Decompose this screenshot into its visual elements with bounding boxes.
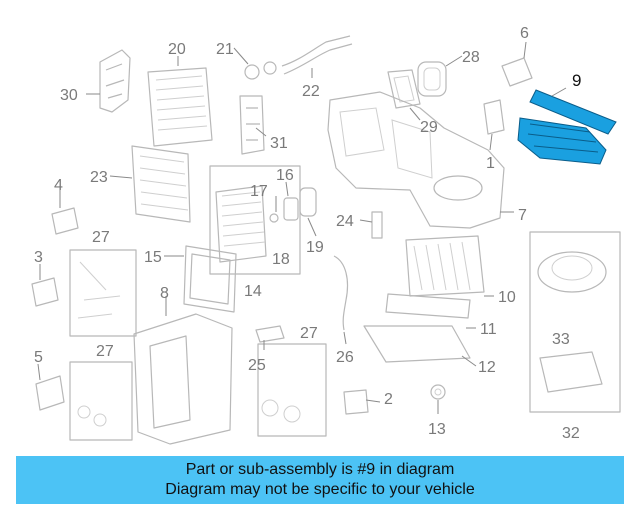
part-10-cabin-filter [405,235,485,297]
callout-27c: 27 [300,325,318,342]
part-3-actuator [31,277,59,307]
callout-23: 23 [90,169,108,186]
part-17-valve [269,213,279,223]
part-27-kit-a [69,249,137,337]
banner-line-1: Part or sub-assembly is #9 in diagram [185,461,455,478]
part-26-hose [333,255,349,331]
callout-labels: 30 20 21 22 28 29 6 9 1 7 31 23 4 16 17 … [34,25,581,442]
callout-21: 21 [216,41,234,58]
part-28-seal [417,61,447,97]
callout-12: 12 [478,359,496,376]
callout-9: 9 [572,71,581,90]
callout-18: 18 [272,251,290,268]
part-6-actuator [501,57,533,87]
callout-14: 14 [244,283,262,300]
part-11-panel [385,293,471,319]
callout-19: 19 [306,239,324,256]
part-4-sensor [51,207,79,235]
callout-30: 30 [60,87,78,104]
part-30-bracket [99,49,131,113]
part-19-clip [299,187,317,217]
part-12-panel [363,325,471,363]
callout-16: 16 [276,167,294,184]
part-24-sensor [371,211,383,239]
part-22-pipe [281,35,353,75]
part-31-bracket [239,95,265,155]
callout-27b: 27 [96,343,114,360]
part-13-grommet [430,384,446,400]
part-27-kit-c [257,343,327,437]
parts-diagram: 30 20 21 22 28 29 6 9 1 7 31 23 4 16 17 … [31,25,621,445]
part-20-heater-core [147,67,213,147]
callout-33: 33 [552,331,570,348]
callout-10: 10 [498,289,516,306]
part-21-fitting [244,61,277,80]
callout-11: 11 [480,321,497,338]
part-15-filter-frame [183,245,237,313]
part-14-evaporator-frame [209,165,301,275]
part-9-cover [517,89,617,165]
callout-28: 28 [462,49,480,66]
callout-1: 1 [486,155,495,172]
callout-15: 15 [144,249,162,266]
callout-6: 6 [520,25,529,42]
callout-4: 4 [54,177,63,194]
callout-5: 5 [34,349,43,366]
part-1-actuator [483,99,505,135]
part-25-seal [255,325,285,343]
callout-32: 32 [562,425,580,442]
callout-31: 31 [270,135,288,152]
part-18-evaporator [215,185,267,263]
part-32-blower-kit [529,231,621,413]
part-8-housing [133,313,233,445]
callout-8: 8 [160,285,169,302]
leader-lines [37,41,567,414]
part-16-sensor [283,197,299,221]
part-23-radiator [131,145,191,223]
callout-24: 24 [336,213,354,230]
callout-3: 3 [34,249,43,266]
info-banner: Part or sub-assembly is #9 in diagram Di… [16,456,624,504]
callout-17: 17 [250,183,268,200]
callout-22: 22 [302,83,320,100]
part-29-seal [387,69,421,109]
callout-13: 13 [428,421,446,438]
callout-2: 2 [384,391,393,408]
callout-27a: 27 [92,229,110,246]
callout-29: 29 [420,119,438,136]
callout-7: 7 [518,207,527,224]
callout-20: 20 [168,41,186,58]
part-7-housing [327,91,505,229]
callout-25: 25 [248,357,266,374]
callout-26: 26 [336,349,354,366]
part-27-kit-b [69,361,133,441]
banner-line-2: Diagram may not be specific to your vehi… [165,481,475,498]
part-5-actuator [35,375,65,411]
part-2-resistor [343,389,369,415]
